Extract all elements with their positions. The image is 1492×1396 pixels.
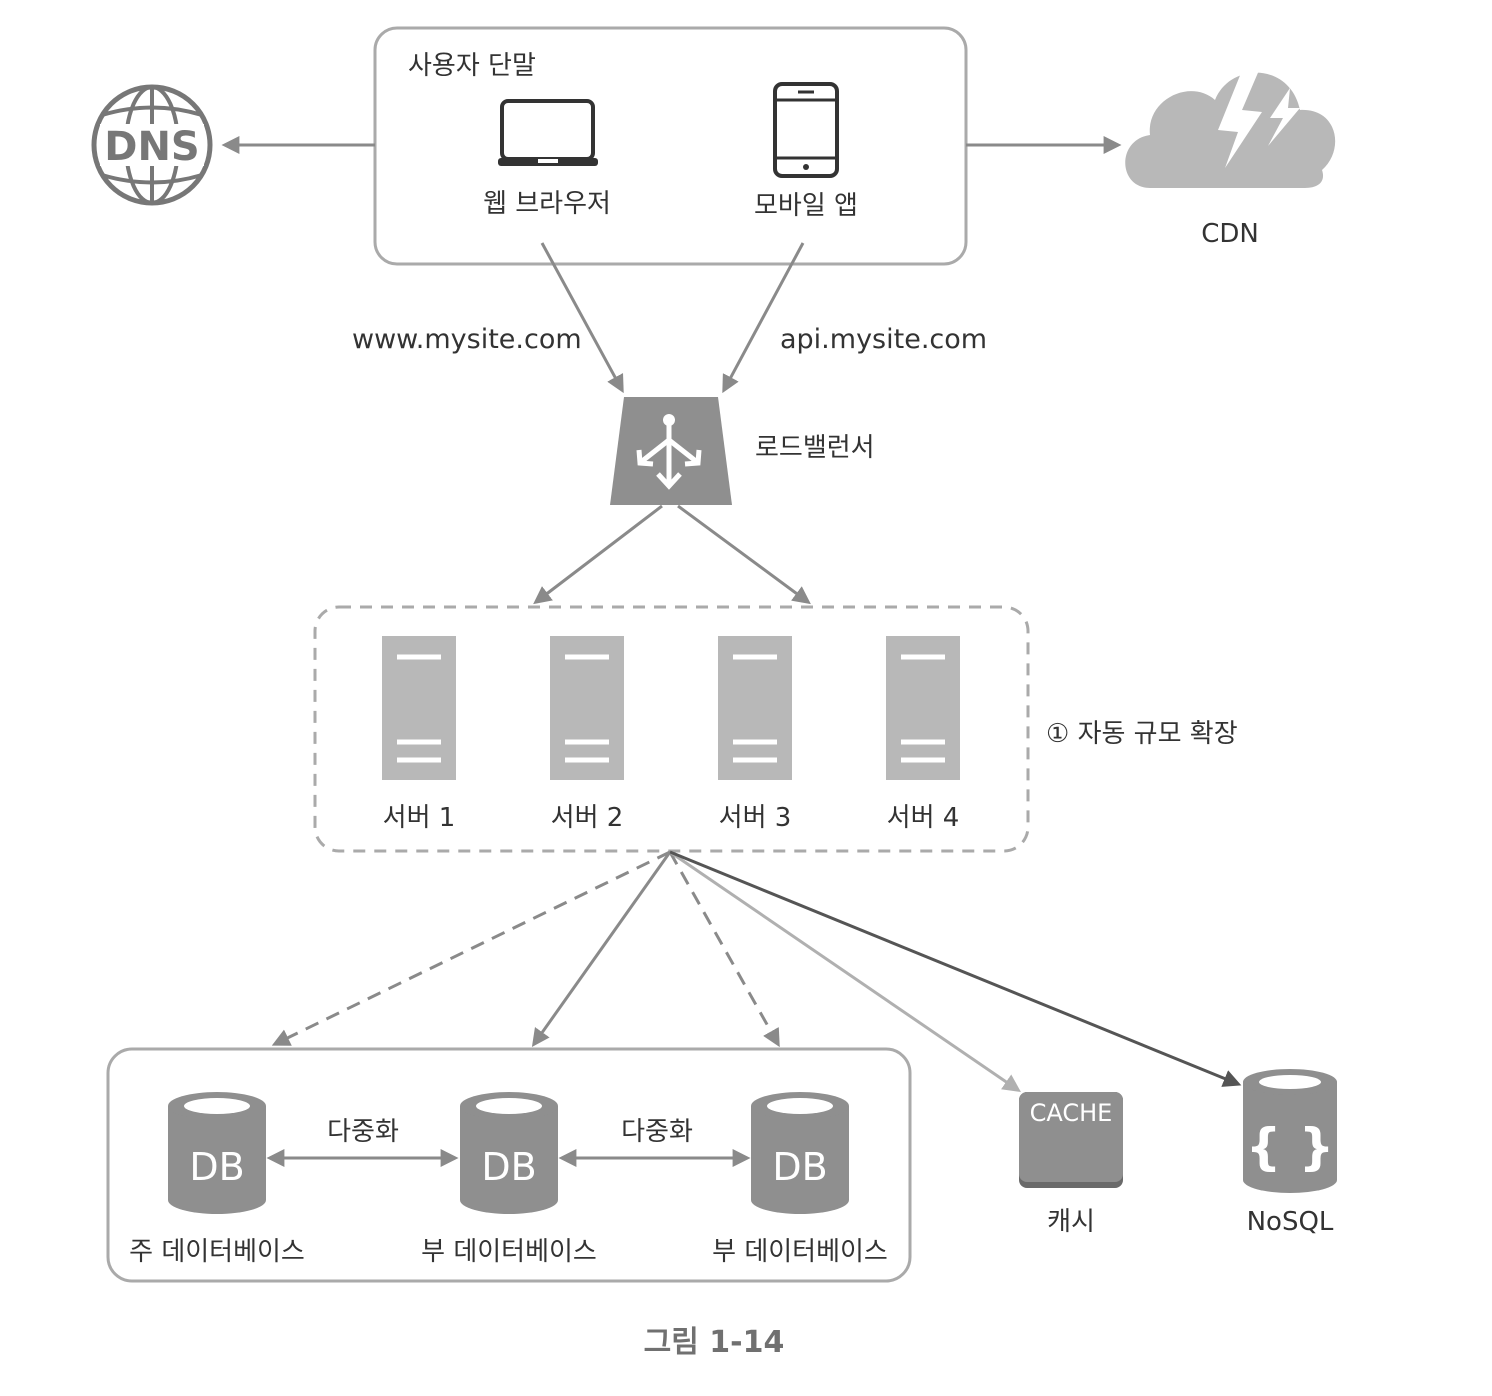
mobile-phone-icon [773,82,839,178]
database-label: 부 데이터베이스 [421,1237,597,1267]
database-icon: DB [168,1092,266,1214]
cache-icon-text: CACHE [1030,1099,1113,1127]
web-url-label: www.mysite.com [352,324,582,355]
mobile-app-label: 모바일 앱 [754,191,858,221]
nosql-label: NoSQL [1247,1207,1334,1237]
server-2: 서버 2 [550,636,624,833]
nosql-database-icon: { } [1243,1069,1337,1193]
server-icon [718,636,792,780]
replication-label-1: 다중화 [327,1117,399,1147]
laptop-icon [498,99,598,166]
cdn-label: CDN [1201,219,1259,249]
servers-to-cache-arrow [669,850,1021,1093]
cache-label: 캐시 [1047,1207,1095,1237]
server-1: 서버 1 [382,636,456,833]
database-icon: DB [460,1092,558,1214]
server-label: 서버 2 [551,803,624,833]
server-icon [382,636,456,780]
database-label: 주 데이터베이스 [129,1237,305,1267]
database-icon: DB [751,1092,849,1214]
slave-database-1: DB 부 데이터베이스 [421,1092,597,1267]
servers-to-master-db-arrow [271,850,671,1046]
web-to-lb-arrow [540,242,624,394]
client-group-title: 사용자 단말 [408,51,536,81]
web-browser-label: 웹 브라우저 [483,189,611,219]
server-label: 서버 4 [887,803,960,833]
master-database: DB 주 데이터베이스 [129,1092,305,1267]
cache: CACHE 캐시 [1019,1092,1123,1237]
lb-to-servers-left-arrow [533,504,663,605]
server-3: 서버 3 [718,636,792,833]
server-4: 서버 4 [886,636,960,833]
autoscale-label: ① 자동 규모 확장 [1046,719,1238,749]
dns-label: DNS [104,124,200,170]
server-icon [550,636,624,780]
db-icon-text: DB [772,1145,827,1189]
dns-globe-icon: DNS [91,84,213,206]
cache-icon: CACHE [1019,1092,1123,1188]
server-label: 서버 3 [719,803,792,833]
server-label: 서버 1 [383,803,456,833]
servers-to-slave-db-2-arrow [668,851,780,1048]
database-label: 부 데이터베이스 [712,1237,888,1267]
figure-caption: 그림 1-14 [644,1325,785,1360]
api-url-label: api.mysite.com [780,324,987,355]
nosql: { } NoSQL [1243,1069,1337,1237]
servers-to-slave-db-1-arrow [531,851,672,1047]
database-group [106,1047,912,1283]
db-icon-text: DB [189,1145,244,1189]
servers-to-nosql-arrow [669,850,1242,1087]
cdn-cloud-icon [1125,68,1336,188]
slave-database-2: DB 부 데이터베이스 [712,1092,888,1267]
client-group: 사용자 단말 웹 브라우저 모바일 앱 [373,26,968,266]
load-balancer-icon [610,397,732,505]
replication-label-2: 다중화 [621,1117,693,1147]
load-balancer-label: 로드밸런서 [755,433,875,463]
nosql-icon-text: { } [1246,1118,1335,1176]
db-icon-text: DB [481,1145,536,1189]
server-icon [886,636,960,780]
mobile-to-lb-arrow [722,242,805,394]
lb-to-servers-right-arrow [677,504,811,605]
